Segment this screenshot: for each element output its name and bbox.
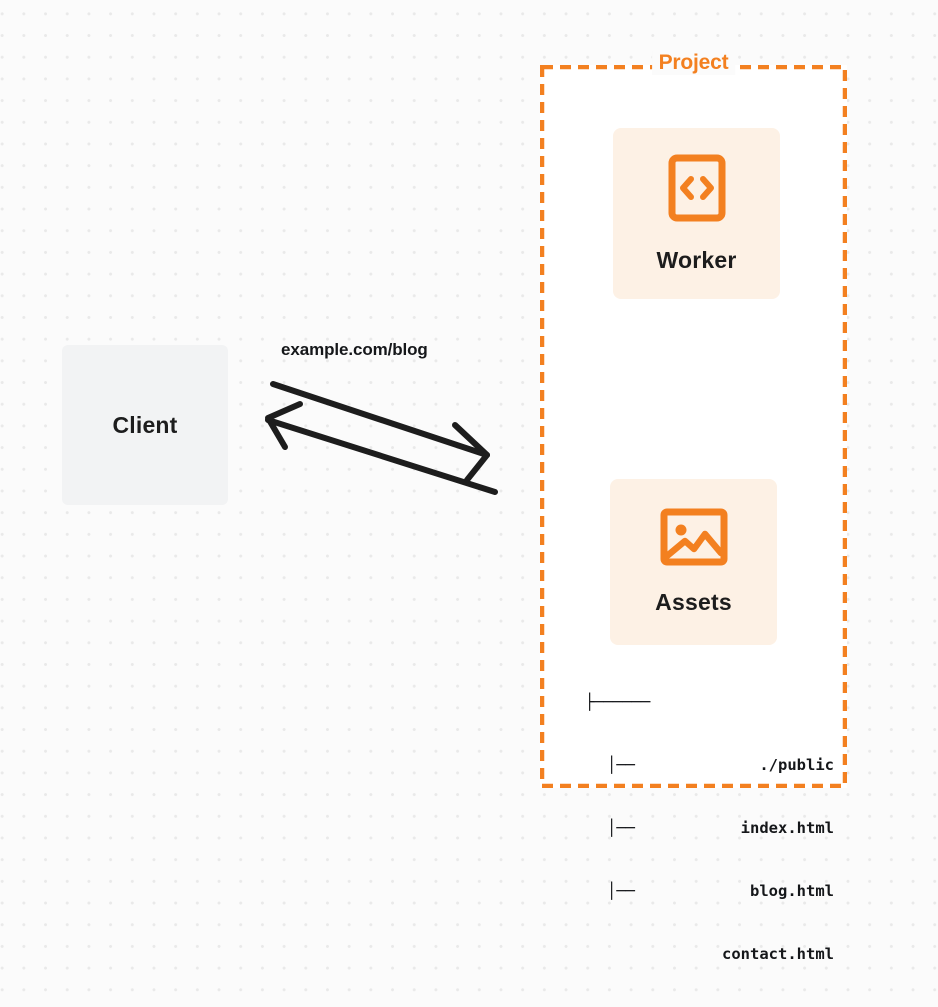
tree-branch-glyph: ├──────	[585, 693, 651, 711]
worker-card[interactable]: Worker	[613, 128, 780, 299]
assets-file-tree: ├────── ./public │── index.html │── blog…	[585, 650, 835, 963]
project-group[interactable]: Project Worker Assets	[540, 51, 847, 963]
worker-label: Worker	[656, 246, 737, 273]
assets-label: Assets	[655, 589, 732, 615]
tree-item-label: contact.html	[722, 945, 834, 963]
image-picture-icon	[660, 508, 728, 571]
file-tree-row: │── contact.html	[585, 881, 835, 963]
tree-branch-glyph: │──	[607, 882, 635, 900]
assets-card[interactable]: Assets	[610, 479, 777, 645]
response-arrow	[265, 381, 490, 458]
file-tree-row: │── index.html	[585, 755, 835, 837]
client-node[interactable]: Client	[62, 345, 228, 505]
request-arrow	[265, 417, 498, 495]
tree-branch-glyph: │──	[607, 756, 635, 774]
client-label: Client	[112, 411, 178, 438]
diagram-canvas: Client example.com/blog Project	[62, 51, 847, 963]
tree-branch-glyph: │──	[607, 819, 635, 837]
connection-url-label: example.com/blog	[281, 340, 428, 359]
file-tree-row: │── blog.html	[585, 818, 835, 900]
code-brackets-icon	[668, 154, 726, 227]
project-title: Project	[651, 51, 736, 75]
tree-item-label: ./public	[759, 756, 834, 774]
tree-item-label: index.html	[740, 819, 834, 837]
file-tree-row: ├────── ./public	[585, 692, 835, 774]
